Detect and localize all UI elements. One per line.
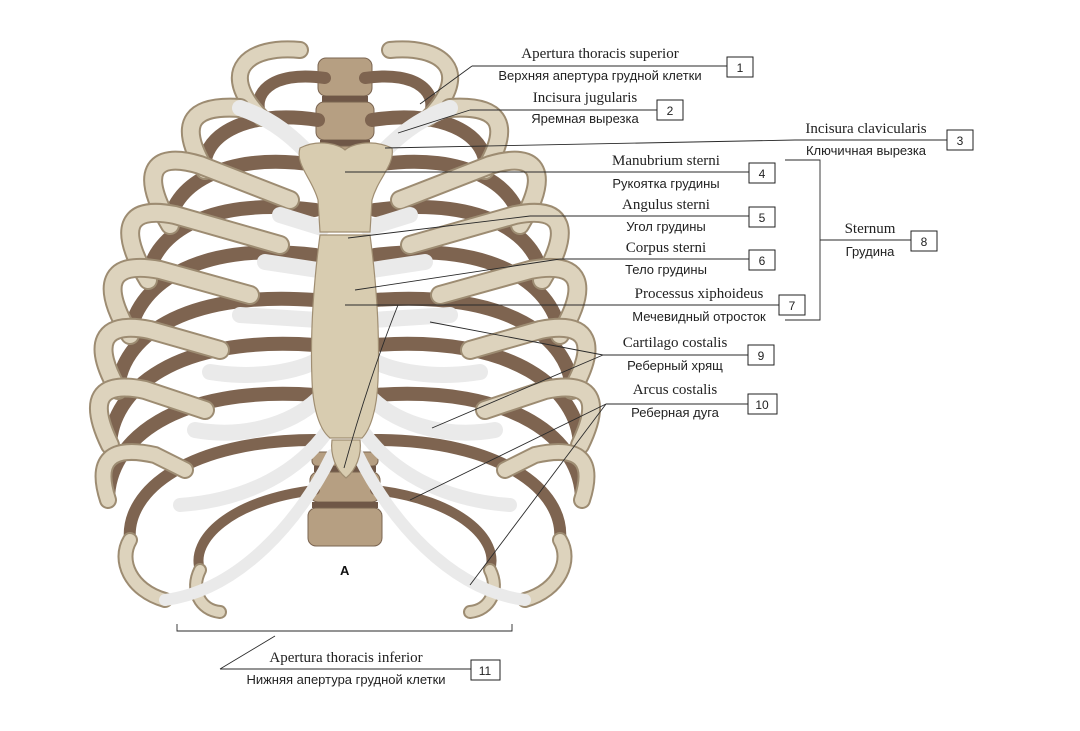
inferior-aperture-bracket	[176, 624, 513, 632]
xiphoid-process	[331, 439, 361, 479]
label-4: Manubrium sterni Рукоятка грудины 4	[612, 153, 776, 191]
label-2-number-box	[656, 99, 684, 121]
label-1-number: 1	[737, 61, 744, 75]
label-1-number-box	[726, 56, 754, 78]
label-6-number-box	[748, 249, 776, 271]
label-11-latin: Apertura thoracis inferior	[269, 650, 422, 666]
label-3-russian: Ключичная вырезка	[806, 143, 927, 158]
label-4-number: 4	[759, 167, 766, 181]
label-8-number: 8	[921, 235, 928, 249]
label-7-number-box	[778, 294, 806, 316]
label-9-russian: Реберный хрящ	[627, 358, 723, 373]
label-7-number: 7	[789, 299, 796, 313]
label-3-latin: Incisura clavicularis	[805, 121, 926, 137]
label-3-number-box	[946, 129, 974, 151]
label-10: Arcus costalis Реберная дуга 10	[631, 382, 778, 420]
leader-lines	[219, 65, 947, 670]
anterior-ribs-left	[88, 40, 309, 619]
label-8: Sternum Грудина 8	[845, 221, 938, 259]
label-9-latin: Cartilago costalis	[623, 335, 728, 351]
label-8-russian: Грудина	[846, 244, 895, 259]
label-9: Cartilago costalis Реберный хрящ 9	[623, 335, 775, 373]
label-7-latin: Processus xiphoideus	[635, 286, 764, 302]
label-6-russian: Тело грудины	[625, 262, 707, 277]
label-4-number-box	[748, 162, 776, 184]
label-7-russian: Мечевидный отросток	[632, 309, 766, 324]
label-11-number: 11	[479, 664, 492, 678]
ribcage-illustration: A	[88, 40, 602, 632]
label-7: Processus xiphoideus Мечевидный отросток…	[632, 286, 806, 324]
label-10-latin: Arcus costalis	[633, 382, 718, 398]
label-5: Angulus sterni Угол грудины 5	[622, 197, 776, 234]
label-5-number-box	[748, 206, 776, 228]
label-5-latin: Angulus sterni	[622, 197, 710, 213]
label-4-latin: Manubrium sterni	[612, 153, 720, 169]
label-5-number: 5	[759, 211, 766, 225]
sternal-body	[310, 234, 380, 439]
figure-letter: A	[340, 563, 350, 578]
label-8-latin: Sternum	[845, 221, 896, 237]
label-10-russian: Реберная дуга	[631, 405, 720, 420]
label-8-number-box	[910, 230, 938, 252]
label-1: Apertura thoracis superior Верхняя аперт…	[498, 46, 754, 83]
label-9-number: 9	[758, 349, 765, 363]
label-11-russian: Нижняя апертура грудной клетки	[246, 672, 445, 687]
sternum	[298, 142, 393, 479]
label-6-latin: Corpus sterni	[626, 240, 706, 256]
label-5-russian: Угол грудины	[626, 219, 706, 234]
label-2-number: 2	[667, 104, 674, 118]
label-1-russian: Верхняя апертура грудной клетки	[498, 68, 701, 83]
label-3-number: 3	[957, 134, 964, 148]
label-10-number-box	[747, 393, 778, 415]
label-4-russian: Рукоятка грудины	[612, 176, 719, 191]
manubrium	[298, 142, 393, 233]
label-3: Incisura clavicularis Ключичная вырезка …	[805, 121, 974, 158]
label-6-number: 6	[759, 254, 766, 268]
label-2: Incisura jugularis Яремная вырезка 2	[531, 90, 684, 126]
label-10-number: 10	[755, 398, 769, 412]
label-6: Corpus sterni Тело грудины 6	[625, 240, 776, 277]
label-2-russian: Яремная вырезка	[531, 111, 639, 126]
label-2-latin: Incisura jugularis	[533, 90, 638, 106]
label-1-latin: Apertura thoracis superior	[521, 46, 678, 62]
label-9-number-box	[747, 344, 775, 366]
label-11-number-box	[470, 659, 501, 681]
label-11: Apertura thoracis inferior Нижняя аперту…	[246, 650, 501, 687]
